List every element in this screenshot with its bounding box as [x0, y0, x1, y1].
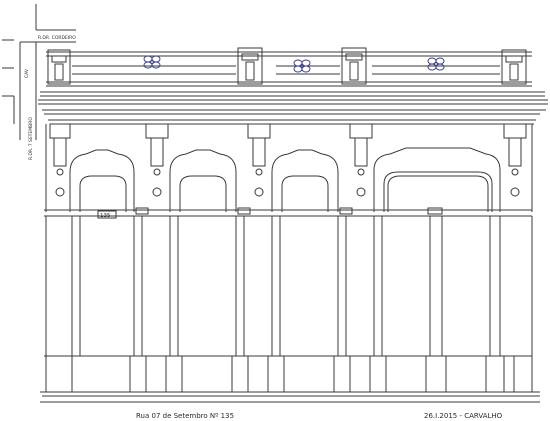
pilaster — [49, 123, 71, 197]
arch-4 — [373, 147, 501, 212]
pier — [429, 216, 501, 356]
parapet-pedestals — [47, 47, 527, 85]
pilaster — [247, 123, 271, 197]
pedestal — [501, 49, 527, 85]
cornice — [38, 99, 548, 125]
street-label-left-a: CAV — [24, 68, 30, 78]
pilaster — [349, 123, 373, 197]
street-label-left-b: R.DR. 7 SETEMBRO — [28, 117, 34, 160]
pier — [337, 216, 383, 356]
pilaster — [503, 123, 527, 197]
street-label-top: R.DR. CORDEIRO — [38, 35, 76, 41]
arches — [69, 147, 501, 212]
pedestal — [341, 47, 367, 85]
parapet — [40, 51, 545, 97]
ground-floor — [40, 216, 540, 403]
arch-3 — [271, 149, 339, 212]
flower-ornament — [143, 55, 161, 69]
pier — [71, 216, 81, 356]
arch-2 — [169, 149, 237, 212]
flower-ornament — [293, 59, 311, 73]
pilaster — [145, 123, 169, 197]
pier — [133, 216, 179, 356]
floral-ornaments — [143, 55, 445, 73]
pier — [235, 216, 281, 356]
flower-ornament — [427, 57, 445, 71]
location-sketch — [2, 4, 76, 140]
upper-pilasters — [49, 123, 527, 215]
caption-date-author: 26.I.2015 - CARVALHO — [424, 412, 503, 420]
arch-1 — [69, 149, 135, 212]
upper-wall — [44, 124, 533, 217]
pedestal — [237, 47, 263, 85]
house-number: 135 — [100, 213, 111, 219]
caption-address: Rua 07 de Setembro Nº 135 — [136, 412, 234, 420]
house-number-plaque: 135 — [97, 210, 117, 219]
pedestal — [47, 49, 71, 85]
